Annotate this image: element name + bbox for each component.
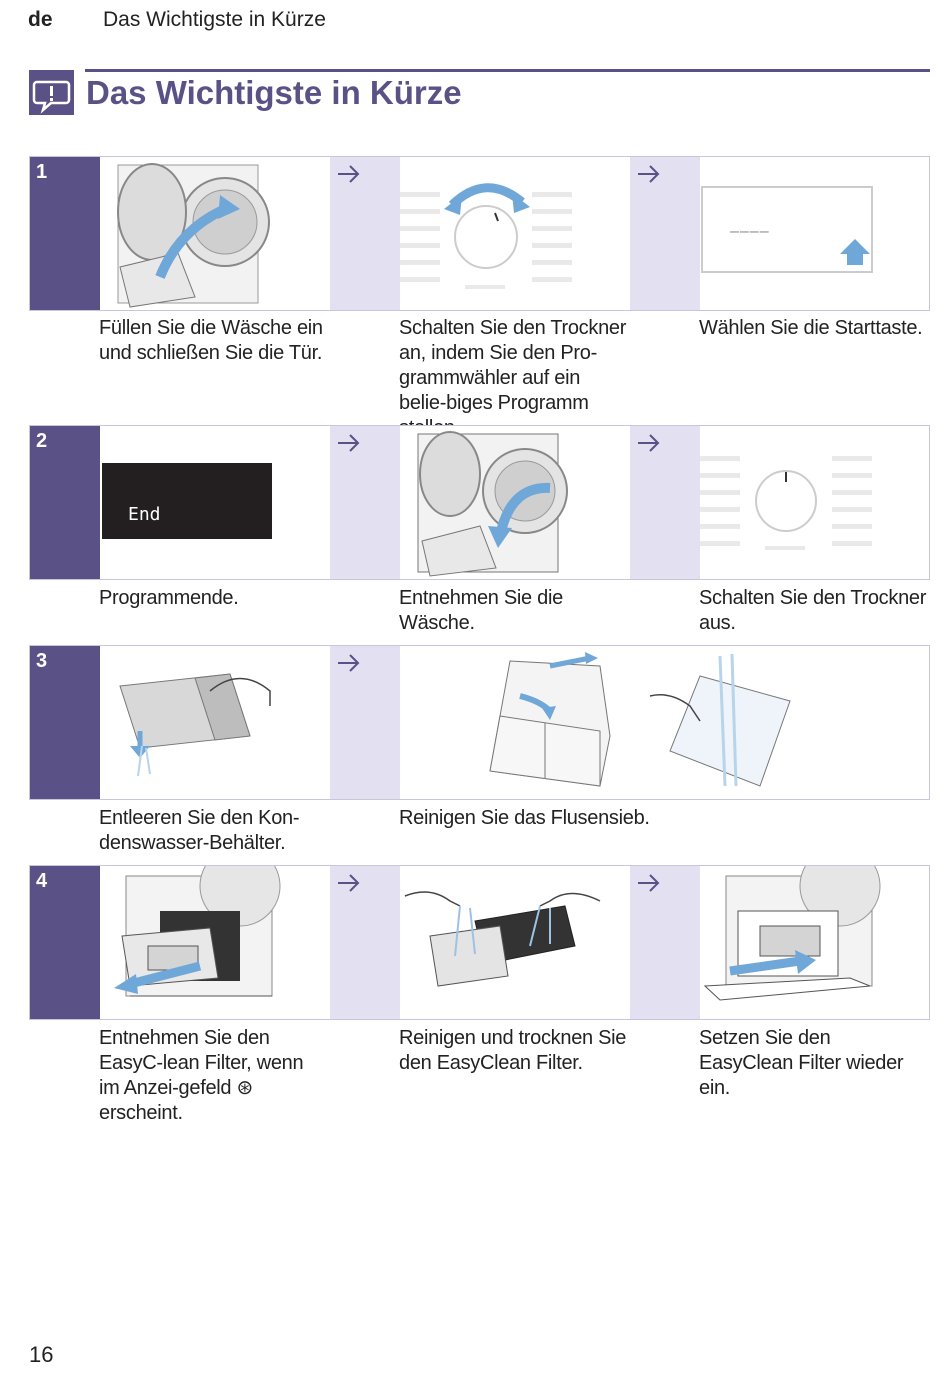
step-2-caption-3: Schalten Sie den Trockner aus. xyxy=(699,587,927,634)
clean-easyclean-filter-illustration xyxy=(400,866,630,1019)
start-button-illustration: –––– xyxy=(700,157,930,310)
next-arrow-icon xyxy=(630,157,700,310)
next-arrow-icon xyxy=(330,866,400,1019)
step-row-2: 2 End xyxy=(29,425,930,580)
insert-easyclean-filter-illustration xyxy=(700,845,930,1019)
step-1-caption-1: Füllen Sie die Wäsche ein und schließen … xyxy=(99,317,323,364)
step-3-caption-2: Reinigen Sie das Flusensieb. xyxy=(399,807,650,829)
header-language: de xyxy=(28,8,53,31)
lint-filter-illustration xyxy=(400,646,930,799)
load-laundry-illustration xyxy=(100,157,330,310)
page-title: Das Wichtigste in Kürze xyxy=(86,74,462,111)
program-selector-illustration xyxy=(400,157,630,310)
step-4-caption-2: Reinigen und trocknen Sie den EasyClean … xyxy=(399,1027,627,1074)
empty-water-container-illustration xyxy=(100,646,330,799)
display-dashes: –––– xyxy=(730,223,770,240)
step-number: 1 xyxy=(30,157,100,310)
next-arrow-icon xyxy=(330,157,400,310)
unload-laundry-illustration xyxy=(400,426,630,579)
next-arrow-icon xyxy=(330,426,400,579)
display-panel xyxy=(102,463,272,539)
display-end-illustration: End xyxy=(100,426,330,579)
header-title: Das Wichtigste in Kürze xyxy=(103,8,326,31)
step-4-caption-1: Entnehmen Sie den EasyC-lean Filter, wen… xyxy=(99,1027,304,1124)
step-1-caption-2: Schalten Sie den Trockner an, indem Sie … xyxy=(399,317,627,439)
step-row-1: 1 xyxy=(29,156,930,311)
step-1-caption-3: Wählen Sie die Starttaste. xyxy=(699,317,923,339)
next-arrow-icon xyxy=(330,646,400,799)
step-2-caption-1: Programmende. xyxy=(99,587,239,609)
title-rule xyxy=(85,69,930,72)
step-number: 3 xyxy=(30,646,100,799)
next-arrow-icon xyxy=(630,866,700,1019)
step-row-3: 3 xyxy=(29,645,930,800)
step-3-caption-1: Entleeren Sie den Kon-denswasser-Behälte… xyxy=(99,807,300,854)
remove-easyclean-filter-illustration xyxy=(100,845,330,1019)
page-number: 16 xyxy=(29,1342,54,1367)
step-2-caption-2: Entnehmen Sie die Wäsche. xyxy=(399,587,563,634)
step-number: 4 xyxy=(30,866,100,1019)
dial-off-illustration xyxy=(700,426,930,579)
step-number: 2 xyxy=(30,426,100,579)
step-row-4: 4 xyxy=(29,845,930,1020)
next-arrow-icon xyxy=(630,426,700,579)
info-speech-icon xyxy=(29,70,74,115)
display-end-text: End xyxy=(128,504,161,525)
step-4-caption-3: Setzen Sie den EasyClean Filter wieder e… xyxy=(699,1027,904,1099)
